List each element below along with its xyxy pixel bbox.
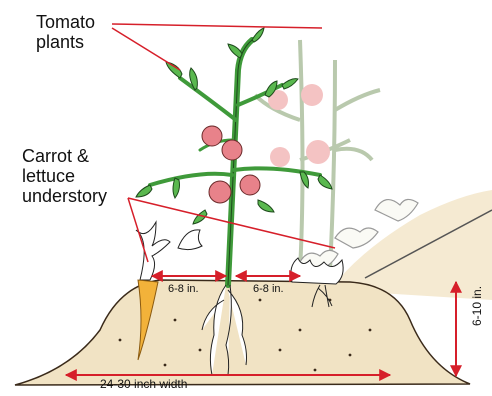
tomato-label-line2: plants xyxy=(36,32,126,52)
tomato-plant xyxy=(150,40,320,285)
understory-label: Carrot & lettuce understory xyxy=(22,146,142,206)
spacing-right-label: 6-8 in. xyxy=(253,283,284,295)
background-fruits xyxy=(268,84,330,167)
understory-label-line3: understory xyxy=(22,186,142,206)
tomato-label-line1: Tomato xyxy=(36,12,126,32)
spacing-left-label: 6-8 in. xyxy=(168,283,199,295)
height-label: 6-10 in. xyxy=(470,286,484,326)
tomato-plants-label: Tomato plants xyxy=(36,12,126,52)
width-label: 24-30 inch width xyxy=(100,377,187,391)
understory-label-line1: Carrot & xyxy=(22,146,142,166)
understory-label-line2: lettuce xyxy=(22,166,142,186)
